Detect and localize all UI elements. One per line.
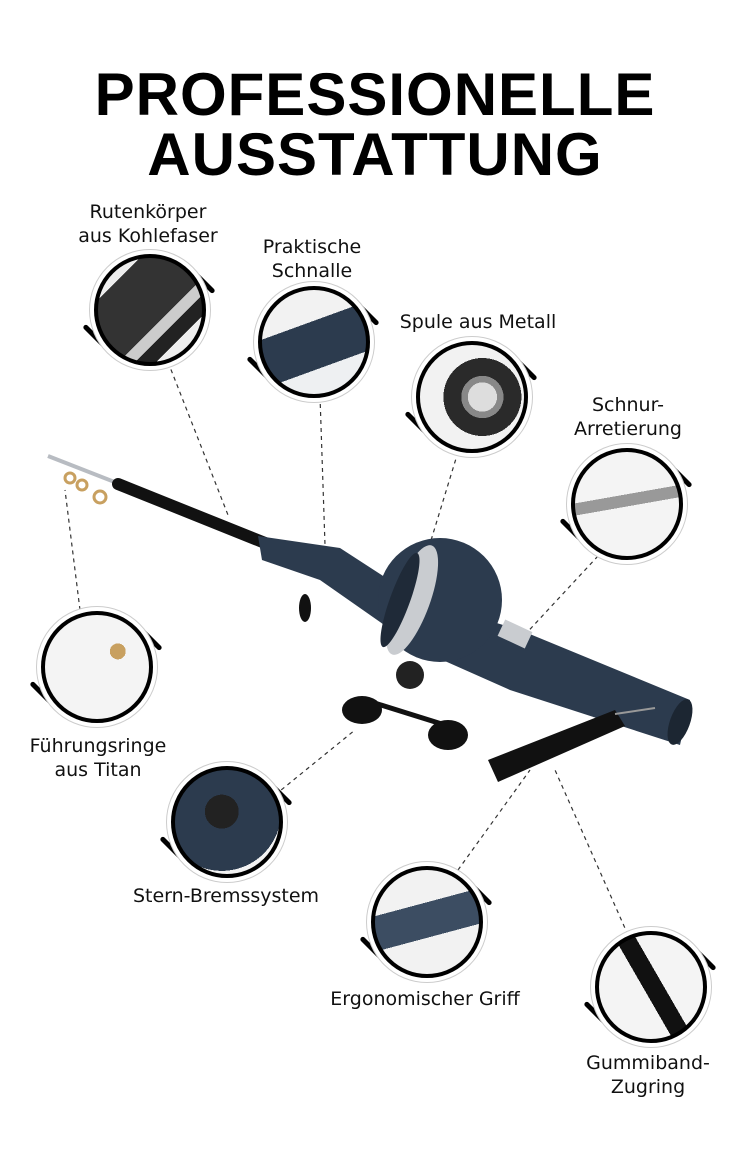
star-drag-icon [171,766,283,878]
feature-label: Stern-Bremssystem [132,885,320,907]
feature-label: aus Titan [54,759,142,781]
rod-tip [47,454,276,551]
guide-ring-icon [41,611,153,723]
grip-icon [371,866,483,978]
feature-label: Praktische [262,236,362,258]
leader-line [64,489,81,611]
strap-ring-icon [595,931,707,1043]
leader-line [274,729,356,796]
feature-label: Schnur- [591,394,665,416]
metal-spool-icon [416,341,528,453]
feature-label: Zugring [610,1076,686,1098]
feature-label: Führungsringe [29,735,167,757]
feature-label: Gummiband- [586,1052,710,1074]
leader-line [424,451,459,561]
leader-line [457,769,531,871]
feature-label: Schnalle [271,260,353,282]
wrist-strap [488,710,625,782]
headline-line-1: PROFESSIONELLE [94,61,656,128]
feature-label: Rutenkörper [89,201,207,223]
carbon-rod-icon [94,254,206,366]
headline-line-2: AUSSTATTUNG [147,121,603,188]
feature-label: aus Kohlefaser [78,225,218,247]
buckle-tab [299,594,311,622]
leader-line [167,361,229,516]
crank-handles [342,661,468,750]
line-lock-icon [571,448,683,560]
feature-label: Arretierung [574,418,682,440]
feature-label: Spule aus Metall [399,311,557,333]
buckle-icon [258,286,370,398]
feature-label: Ergonomischer Griff [330,988,520,1010]
leader-line [519,555,599,641]
leader-lines [64,361,629,936]
leader-line [554,769,629,936]
leader-line [319,395,326,546]
rod-body [258,536,693,745]
